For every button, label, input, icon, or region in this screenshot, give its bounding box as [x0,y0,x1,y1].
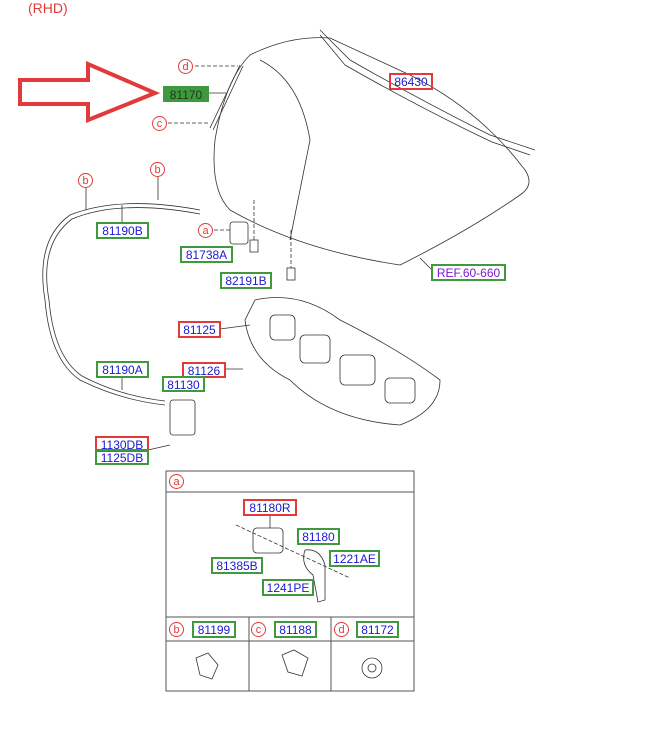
latch-parts [147,200,433,451]
detail-a-parts [195,515,383,680]
detail-callout-d: d [334,622,349,637]
part-81170-highlighted[interactable]: 81170 [163,86,209,102]
release-cable [42,177,201,406]
part-81125[interactable]: 81125 [178,321,221,338]
drive-label: (RHD) [28,0,68,16]
stay-rod [168,64,244,131]
part-81180R[interactable]: 81180R [243,499,297,516]
part-1241PE[interactable]: 1241PE [262,579,314,596]
hood-insulator [244,297,441,426]
part-1125DB[interactable]: 1125DB [95,449,149,465]
highlight-arrow [18,60,161,123]
callout-b: b [150,162,165,177]
ref-60-660[interactable]: REF.60-660 [431,264,506,281]
part-81188[interactable]: 81188 [274,621,317,638]
part-81130[interactable]: 81130 [162,376,205,392]
part-82191B[interactable]: 82191B [220,272,272,289]
part-86430[interactable]: 86430 [389,73,433,90]
detail-callout-b: b [169,622,184,637]
detail-callout-c: c [251,622,266,637]
part-81738A[interactable]: 81738A [180,246,233,263]
part-81190A[interactable]: 81190A [96,361,149,378]
callout-d: d [178,59,193,74]
detail-box [165,470,415,692]
part-1130DB[interactable]: 1130DB [95,436,149,452]
hood-panel [213,29,536,266]
part-81199[interactable]: 81199 [192,621,236,638]
callout-a: a [198,223,213,238]
part-81190B[interactable]: 81190B [96,222,149,239]
part-81172[interactable]: 81172 [356,621,399,638]
part-1221AE[interactable]: 1221AE [329,550,380,567]
callout-c: c [152,116,167,131]
detail-callout-a: a [169,474,184,489]
part-81180[interactable]: 81180 [297,528,340,545]
part-81385B[interactable]: 81385B [211,557,263,574]
callout-b: b [78,173,93,188]
